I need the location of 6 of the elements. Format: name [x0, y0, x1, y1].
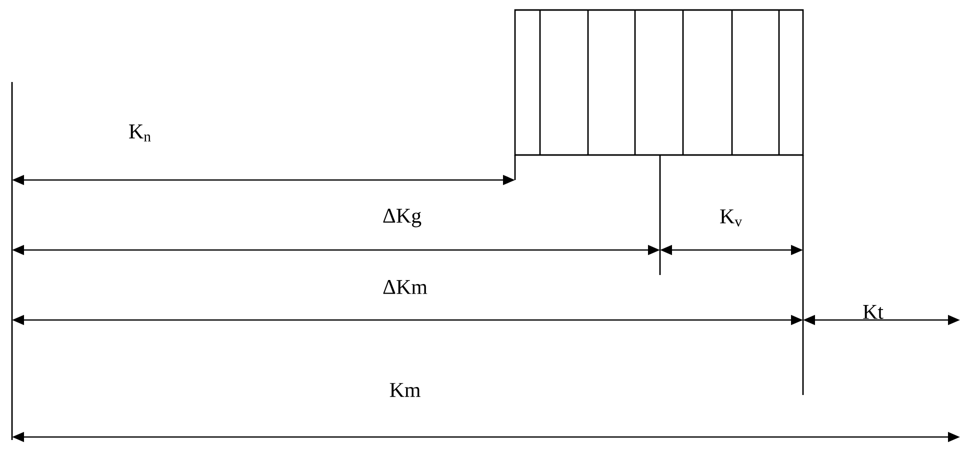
- dimension-label: ΔKg: [383, 208, 422, 228]
- dimension-label: Kt: [863, 305, 884, 319]
- dimension-label: K$_{v}$: [720, 209, 742, 226]
- dimension-label: Km: [390, 383, 420, 397]
- dimension-label: K$_{n}$: [129, 124, 151, 142]
- dimension-label: ΔKm: [383, 280, 428, 294]
